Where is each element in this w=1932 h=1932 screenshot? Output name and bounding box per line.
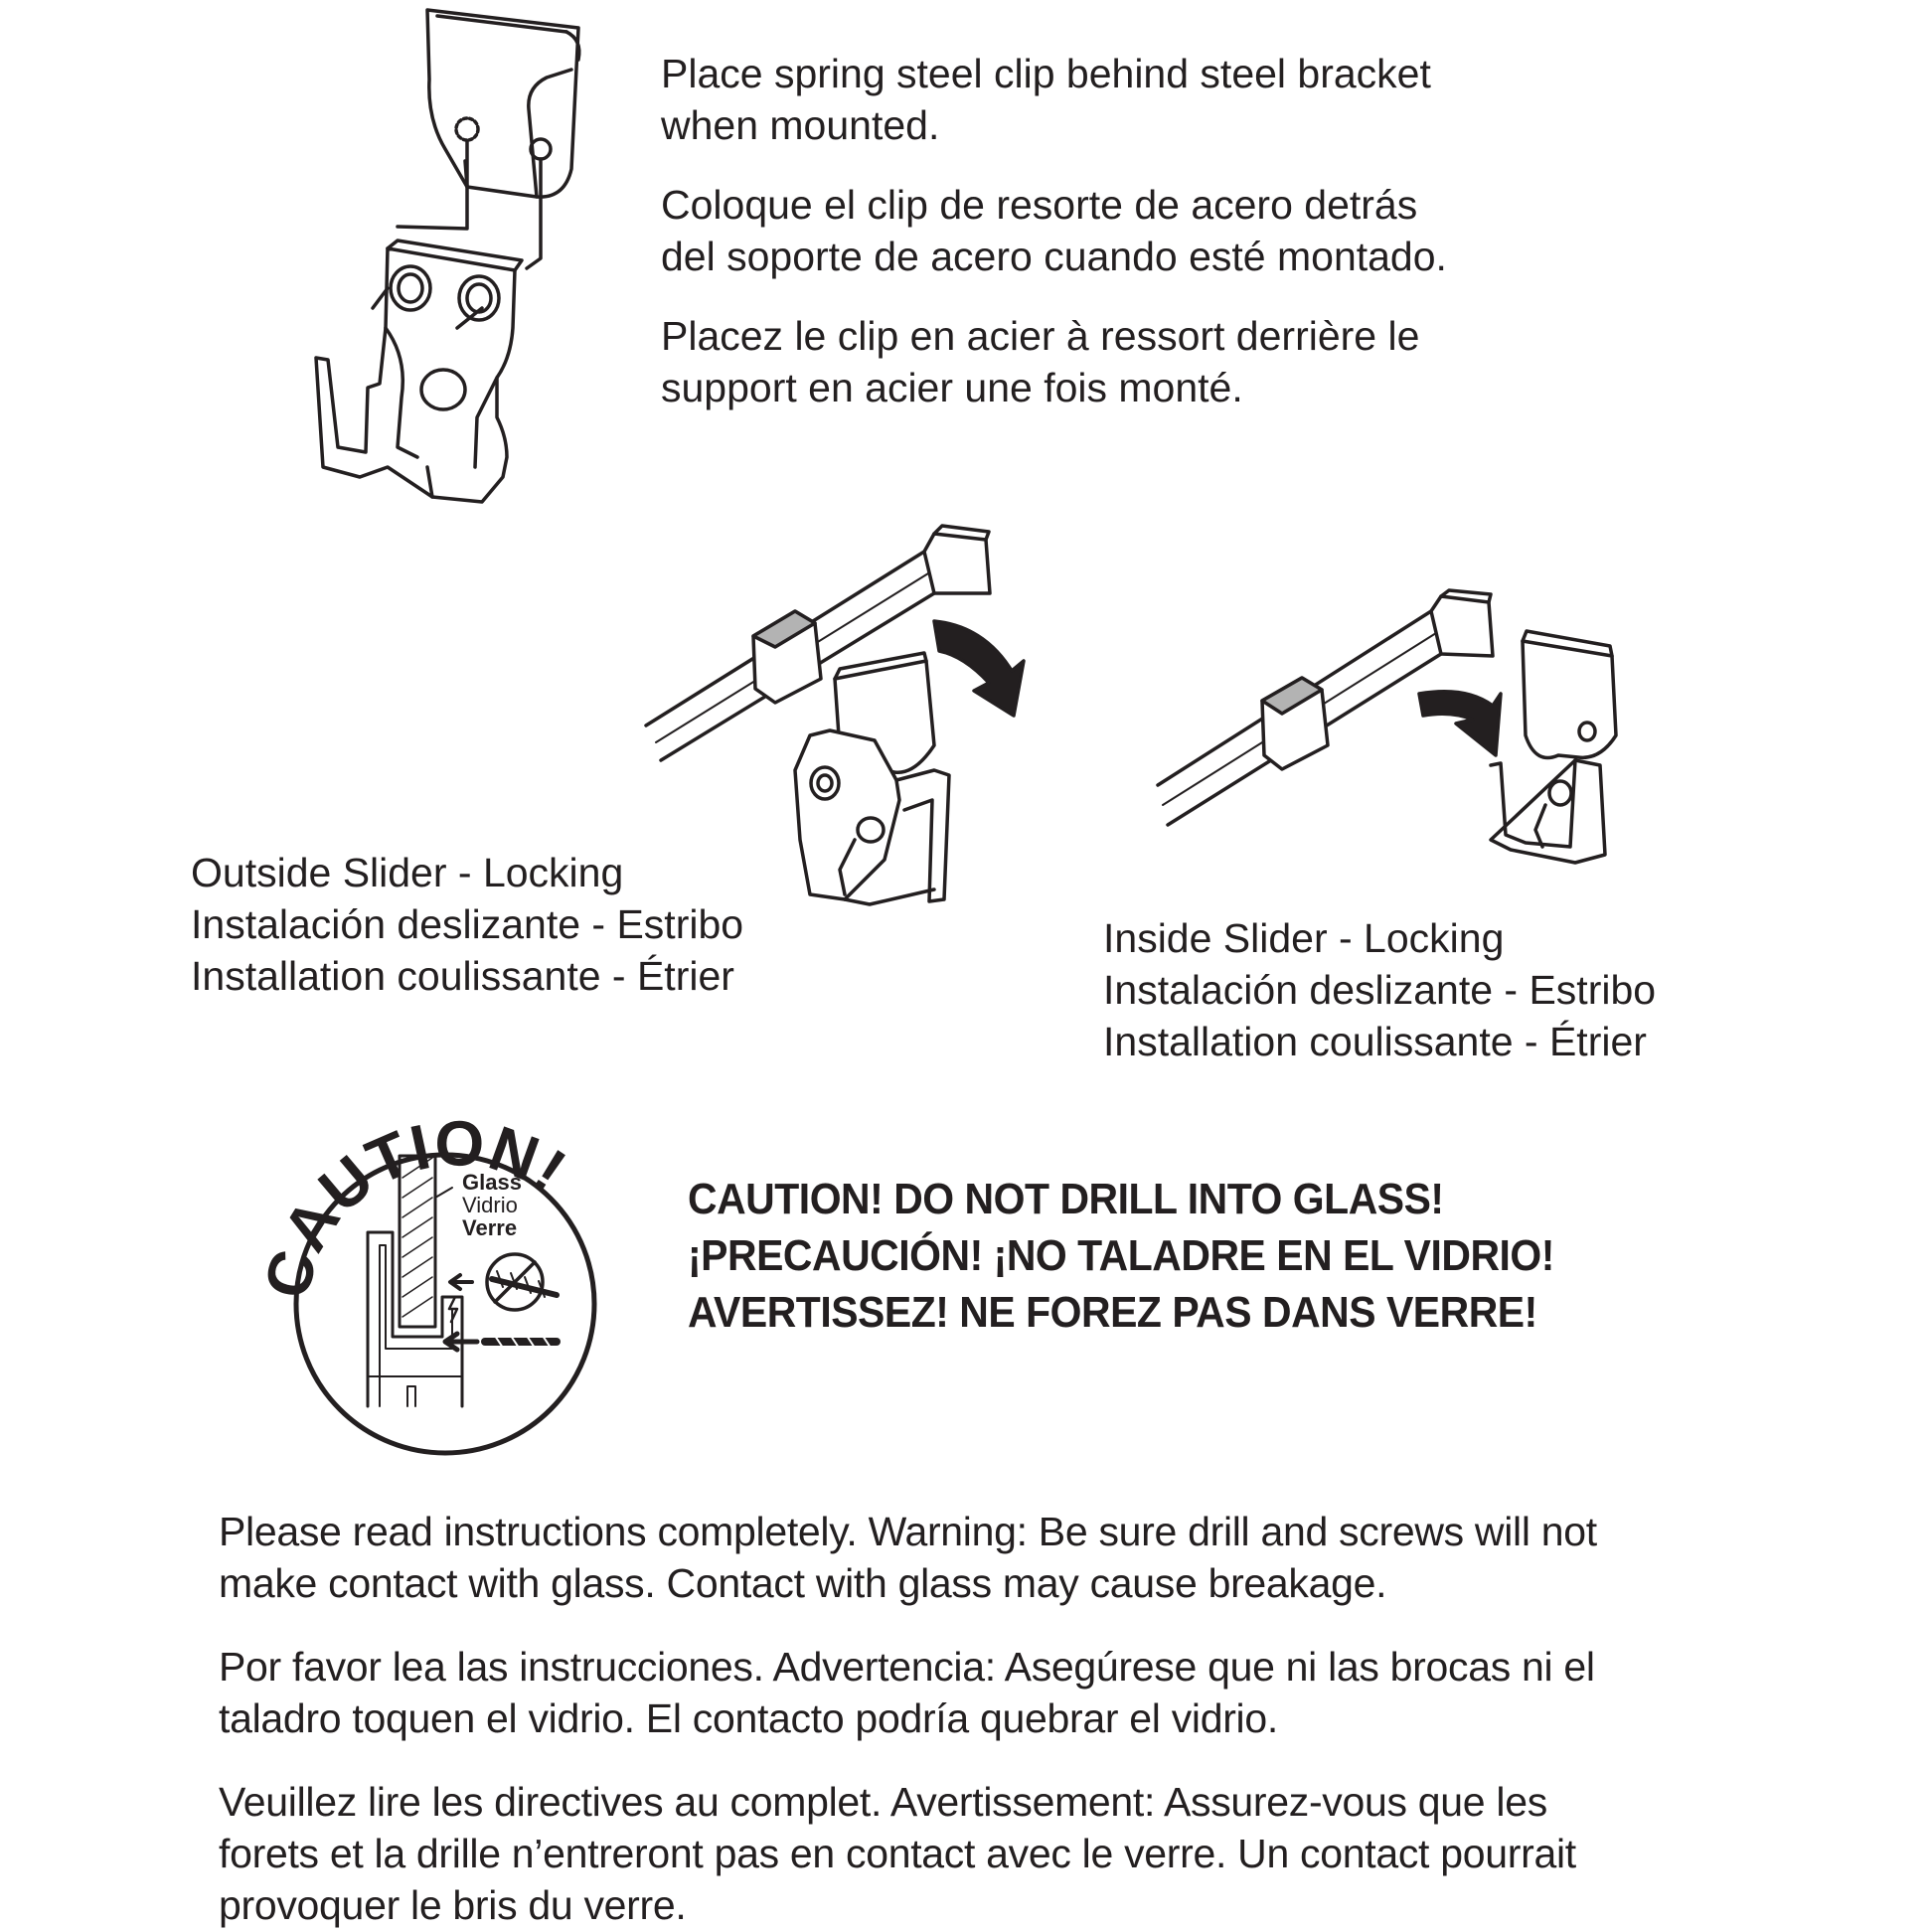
badge-glass-label: Glass bbox=[462, 1170, 522, 1195]
caution-fr: AVERTISSEZ! NE FOREZ PAS DANS VERRE! bbox=[688, 1288, 1537, 1337]
caption-en: Outside Slider - Locking bbox=[191, 850, 624, 895]
caption-es: Instalación deslizante - Estribo bbox=[191, 901, 744, 947]
clip-bracket-illustration bbox=[314, 8, 581, 504]
caption-fr: Installation coulissante - Étrier bbox=[191, 953, 734, 999]
text-line: support en acier une fois monté. bbox=[661, 365, 1243, 410]
outside-slider-caption: Outside Slider - Locking Instalación des… bbox=[191, 847, 743, 1002]
badge-verre-label: Verre bbox=[462, 1215, 517, 1240]
caption-en: Inside Slider - Locking bbox=[1103, 915, 1505, 961]
text-line: provoquer le bris du verre. bbox=[219, 1882, 687, 1928]
warning-fr: Veuillez lire les directives au complet.… bbox=[219, 1776, 1576, 1931]
text-line: Coloque el clip de resorte de acero detr… bbox=[661, 182, 1418, 228]
inside-slider-illustration bbox=[1156, 588, 1618, 865]
text-line: forets et la drille n’entreront pas en c… bbox=[219, 1831, 1576, 1876]
text-line: Por favor lea las instrucciones. Adverte… bbox=[219, 1644, 1595, 1690]
text-line: del soporte de acero cuando esté montado… bbox=[661, 234, 1447, 279]
caution-en: CAUTION! DO NOT DRILL INTO GLASS! bbox=[688, 1175, 1444, 1223]
mount-instruction-en: Place spring steel clip behind steel bra… bbox=[661, 48, 1431, 151]
caption-fr: Installation coulissante - Étrier bbox=[1103, 1019, 1647, 1064]
text-line: Veuillez lire les directives au complet.… bbox=[219, 1779, 1547, 1825]
badge-vidrio-label: Vidrio bbox=[462, 1193, 518, 1217]
warning-es: Por favor lea las instrucciones. Adverte… bbox=[219, 1641, 1595, 1744]
text-line: taladro toquen el vidrio. El contacto po… bbox=[219, 1695, 1278, 1741]
mount-instruction-fr: Placez le clip en acier à ressort derriè… bbox=[661, 310, 1419, 413]
text-line: Please read instructions completely. War… bbox=[219, 1509, 1597, 1554]
caution-heading: CAUTION! DO NOT DRILL INTO GLASS! ¡PRECA… bbox=[688, 1171, 1554, 1341]
text-line: when mounted. bbox=[661, 102, 940, 148]
inside-slider-caption: Inside Slider - Locking Instalación desl… bbox=[1103, 912, 1656, 1067]
text-line: Placez le clip en acier à ressort derriè… bbox=[661, 313, 1420, 359]
caution-badge-icon: CAUTION! Glass Vidrio Verre bbox=[250, 1107, 597, 1456]
caution-es: ¡PRECAUCIÓN! ¡NO TALADRE EN EL VIDRIO! bbox=[688, 1231, 1554, 1280]
mount-instruction-es: Coloque el clip de resorte de acero detr… bbox=[661, 179, 1447, 282]
text-line: Place spring steel clip behind steel bra… bbox=[661, 51, 1431, 96]
outside-slider-illustration bbox=[644, 524, 1026, 906]
text-line: make contact with glass. Contact with gl… bbox=[219, 1560, 1387, 1606]
caption-es: Instalación deslizante - Estribo bbox=[1103, 967, 1657, 1013]
warning-en: Please read instructions completely. War… bbox=[219, 1506, 1597, 1609]
